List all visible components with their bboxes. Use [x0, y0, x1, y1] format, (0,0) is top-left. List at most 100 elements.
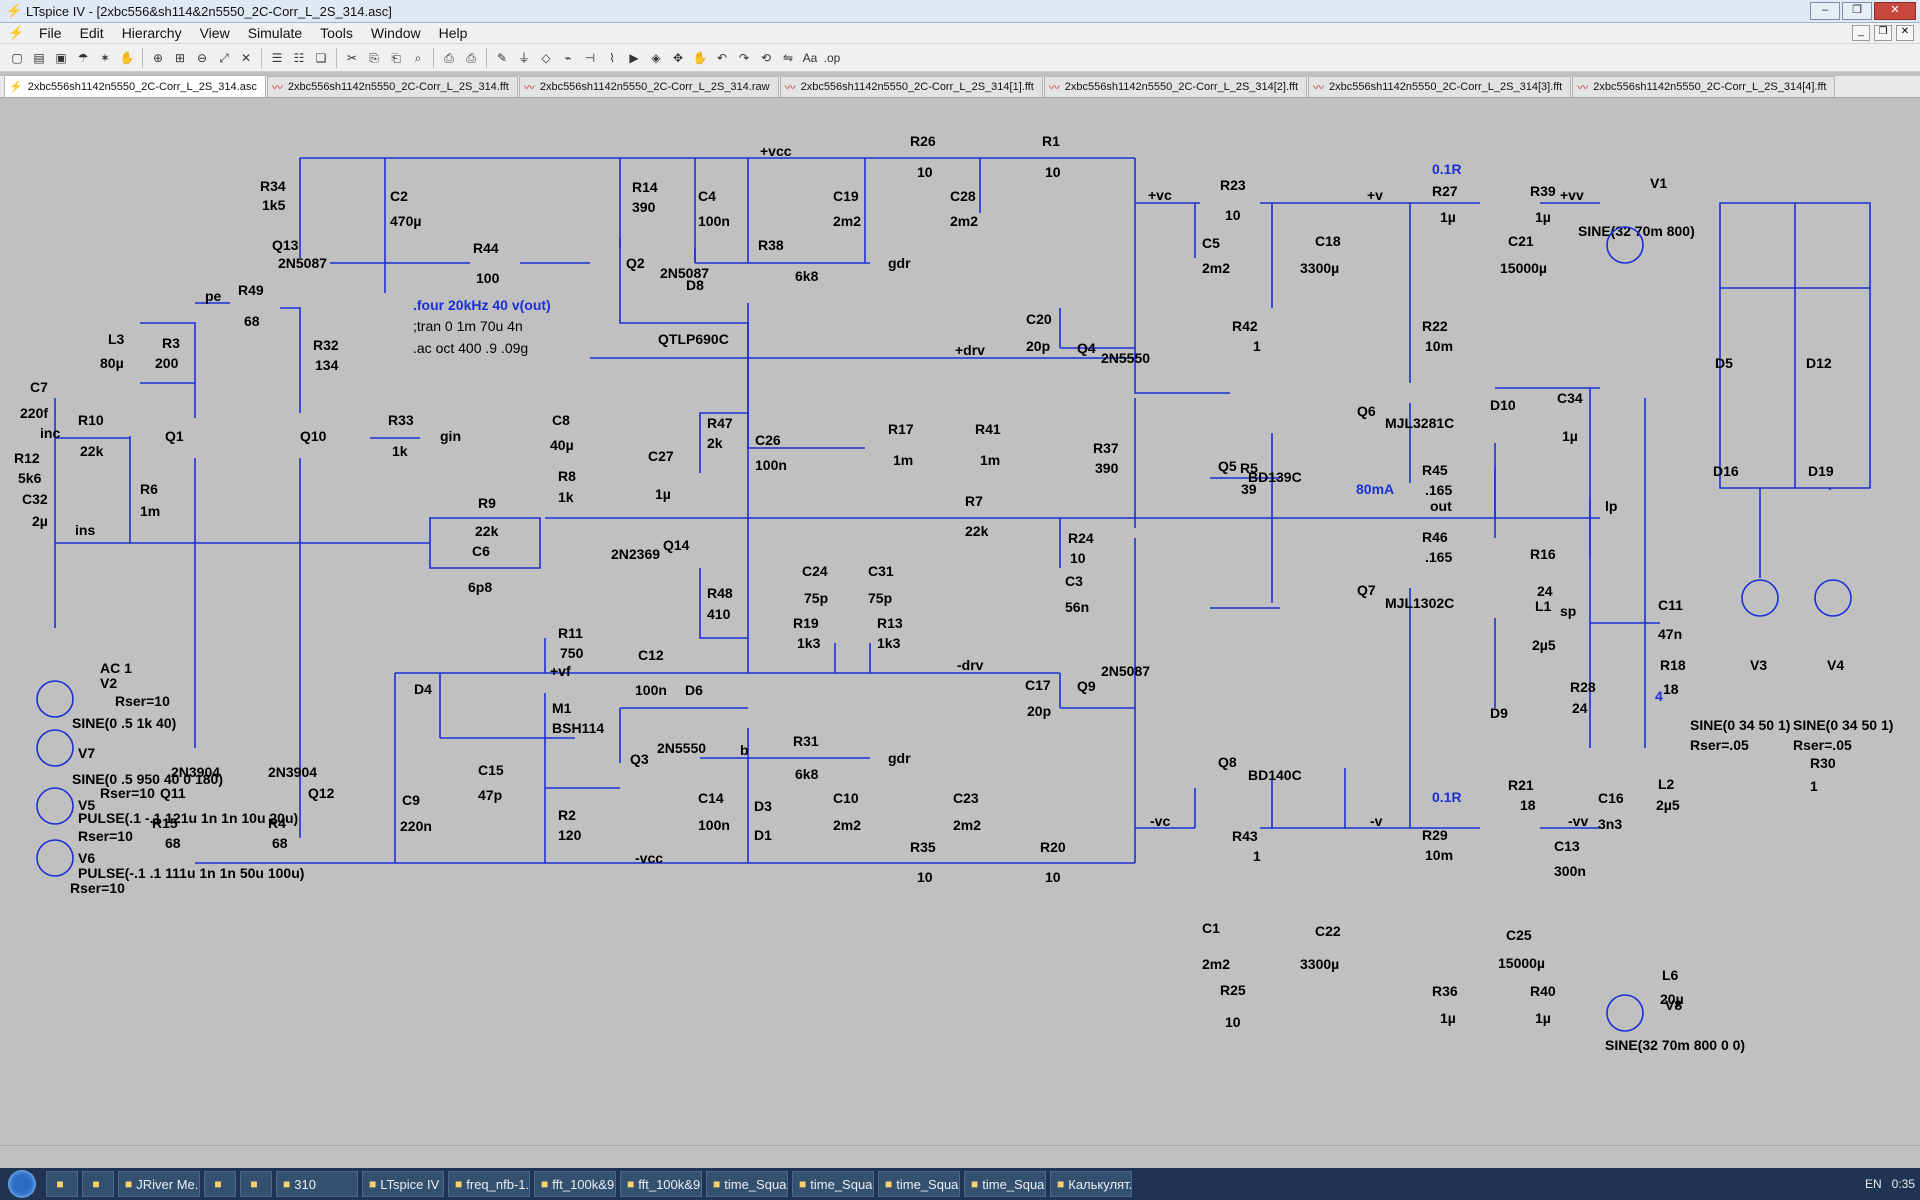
tab-3[interactable]: 〰2xbc556sh1142n5550_2C-Corr_L_2S_314[1].… [779, 76, 1043, 97]
minimize-button[interactable]: – [1810, 2, 1840, 20]
net-label: +vv [1560, 187, 1584, 203]
taskbar-item[interactable]: ■freq_nfb-1... [448, 1171, 530, 1197]
start-button[interactable] [0, 1168, 44, 1200]
control-panel-icon[interactable]: ☂ [77, 50, 89, 65]
redo-icon[interactable]: ↷ [738, 50, 750, 65]
taskbar-item[interactable]: ■fft_100k&9... [620, 1171, 702, 1197]
cut-icon[interactable]: ✂ [346, 50, 358, 65]
menu-edit[interactable]: Edit [79, 25, 104, 41]
tile-horizontal-icon[interactable]: ☰ [271, 50, 283, 65]
rotate-icon[interactable]: ⟲ [760, 50, 772, 65]
value-label: 2N5087 [1101, 663, 1150, 679]
taskbar-item[interactable]: ■ [46, 1171, 78, 1197]
ref-label: D19 [1808, 463, 1834, 479]
menu-tools[interactable]: Tools [320, 25, 353, 41]
ref-label: V4 [1827, 657, 1844, 673]
app-icon: ■ [250, 1177, 258, 1191]
drag-icon[interactable]: ✋ [692, 50, 708, 65]
zoom-fit-icon[interactable]: ⤢ [219, 50, 229, 65]
tab-2[interactable]: 〰2xbc556sh1142n5550_2C-Corr_L_2S_314.raw [518, 76, 779, 97]
tab-1[interactable]: 〰2xbc556sh1142n5550_2C-Corr_L_2S_314.fft [266, 76, 518, 97]
capacitor-icon[interactable]: ⊣ [584, 50, 596, 65]
paste-icon[interactable]: ⎗ [391, 50, 401, 65]
component-icon[interactable]: ◈ [651, 50, 661, 65]
zoom-out-icon[interactable]: ⊖ [196, 50, 208, 65]
taskbar-item[interactable]: ■JRiver Me... [118, 1171, 200, 1197]
value-label: 3n3 [1598, 816, 1622, 832]
open-icon[interactable]: ▤ [33, 50, 45, 65]
label-net-icon[interactable]: ◇ [541, 50, 551, 65]
wire-icon[interactable]: ✎ [496, 50, 508, 65]
menu-window[interactable]: Window [370, 25, 421, 41]
zoom-in-icon[interactable]: ⊕ [152, 50, 164, 65]
value-label: 10 [1045, 869, 1061, 885]
halt-icon[interactable]: ✋ [119, 50, 135, 65]
value-label: 1k3 [797, 635, 821, 651]
value-label: 15000µ [1500, 260, 1547, 276]
menu-hierarchy[interactable]: Hierarchy [121, 25, 182, 41]
tab-5[interactable]: 〰2xbc556sh1142n5550_2C-Corr_L_2S_314[3].… [1308, 76, 1572, 97]
autorange-icon[interactable]: ✕ [240, 50, 252, 65]
taskbar-item[interactable]: ■LTspice IV ... [362, 1171, 444, 1197]
taskbar-item[interactable]: ■Калькулят... [1050, 1171, 1132, 1197]
menu-help[interactable]: Help [438, 25, 468, 41]
tab-4[interactable]: 〰2xbc556sh1142n5550_2C-Corr_L_2S_314[2].… [1043, 76, 1308, 97]
inductor-icon[interactable]: ⌇ [609, 50, 615, 65]
print-setup-icon[interactable]: ⎙ [444, 50, 454, 65]
value-label: SINE(0 .5 1k 40) [72, 715, 176, 731]
taskbar-item[interactable]: ■ [204, 1171, 236, 1197]
menu-file[interactable]: File [39, 25, 62, 41]
taskbar-item[interactable]: ■time_Squa... [964, 1171, 1046, 1197]
copy-icon[interactable]: ⎘ [369, 50, 379, 65]
menu-simulate[interactable]: Simulate [247, 25, 303, 41]
ref-label: L1 [1535, 598, 1552, 614]
app-icon: ■ [369, 1177, 377, 1191]
taskbar-item[interactable]: ■ [82, 1171, 114, 1197]
diode-icon[interactable]: ▶ [629, 50, 639, 65]
ground-icon[interactable]: ⏚ [517, 50, 530, 65]
tab-6[interactable]: 〰2xbc556sh1142n5550_2C-Corr_L_2S_314[4].… [1572, 76, 1836, 97]
mdi-restore-button[interactable]: ❐ [1874, 25, 1892, 41]
taskbar-item[interactable]: ■time_Squa... [792, 1171, 874, 1197]
ref-label: C34 [1557, 390, 1583, 406]
schematic-canvas[interactable]: +vcc +vc +v +vv +drv -drv -vcc -vc -v -v… [0, 98, 1920, 1145]
zoom-area-icon[interactable]: ⊞ [174, 50, 186, 65]
tile-vertical-icon[interactable]: ☷ [293, 50, 305, 65]
value-label: 1m [140, 503, 160, 519]
spice-directive-icon[interactable]: .op [823, 50, 841, 65]
taskbar-item[interactable]: ■time_Squa... [878, 1171, 960, 1197]
value-label: 24 [1537, 583, 1553, 599]
title-bar: ⚡ LTspice IV - [2xbc556&sh114&2n5550_2C-… [0, 0, 1920, 23]
taskbar-item[interactable]: ■fft_100k&9... [534, 1171, 616, 1197]
ref-label: D9 [1490, 705, 1508, 721]
value-label: 22k [80, 443, 104, 459]
new-schematic-icon[interactable]: ▢ [11, 50, 23, 65]
taskbar-item[interactable]: ■310 [276, 1171, 358, 1197]
close-button[interactable]: ✕ [1874, 2, 1916, 20]
tab-0[interactable]: ⚡2xbc556sh1142n5550_2C-Corr_L_2S_314.asc [4, 75, 266, 97]
text-icon[interactable]: Aa [802, 50, 818, 65]
ref-label: Q1 [165, 428, 184, 444]
document-icon[interactable]: ⚡ [8, 25, 25, 40]
menu-view[interactable]: View [199, 25, 230, 41]
save-icon[interactable]: ▣ [55, 50, 67, 65]
resistor-icon[interactable]: ⌁ [564, 50, 572, 65]
cascade-icon[interactable]: ❏ [315, 50, 327, 65]
wires [54, 157, 1871, 864]
run-icon[interactable]: ✶ [99, 50, 111, 65]
restore-button[interactable]: ❐ [1842, 2, 1872, 20]
value-label: 2m2 [1202, 260, 1230, 276]
value-label: 2m2 [950, 213, 978, 229]
find-icon[interactable]: ⌕ [414, 50, 422, 65]
undo-icon[interactable]: ↶ [716, 50, 728, 65]
mdi-minimize-button[interactable]: _ [1852, 25, 1870, 41]
language-indicator[interactable]: EN [1864, 1177, 1882, 1191]
mdi-close-button[interactable]: ✕ [1896, 25, 1914, 41]
net-label: -vv [1568, 813, 1588, 829]
mirror-icon[interactable]: ⇋ [782, 50, 794, 65]
taskbar-item[interactable]: ■ [240, 1171, 272, 1197]
clock[interactable]: 0:35 [1891, 1177, 1915, 1191]
print-icon[interactable]: ⎙ [466, 50, 476, 65]
move-icon[interactable]: ✥ [672, 50, 684, 65]
taskbar-item[interactable]: ■time_Squa... [706, 1171, 788, 1197]
